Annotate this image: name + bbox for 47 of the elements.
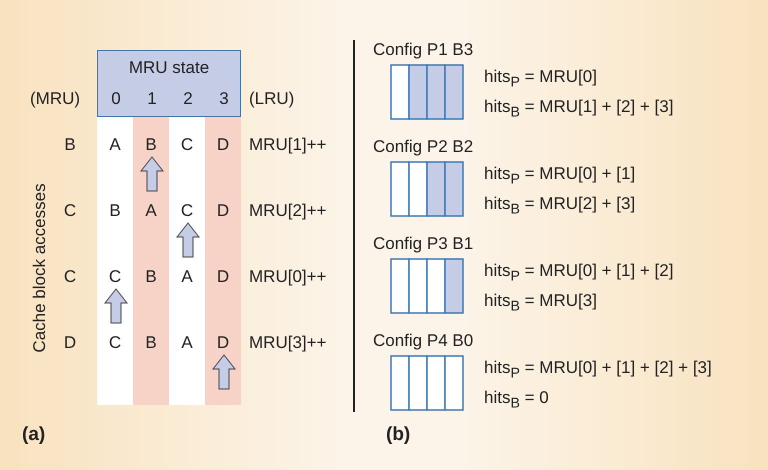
block-letter: B xyxy=(145,267,157,287)
access-letter: B xyxy=(64,135,76,155)
block-letter: A xyxy=(181,267,193,287)
hit-formula: hits$_{P}$ = MRU[0] + [1] + [2] + [3] xyxy=(484,358,712,384)
hit-formula: hits$_{B}$ = MRU[3] xyxy=(484,291,597,316)
config-title: Config P2 B2 xyxy=(373,137,474,157)
column-index: 1 xyxy=(147,89,157,109)
block-letter: B xyxy=(109,201,121,221)
block-letter: C xyxy=(180,201,194,221)
counter-update: MRU[0]++ xyxy=(249,267,326,287)
panel-label: (b) xyxy=(386,425,410,445)
access-letter: D xyxy=(64,333,76,353)
config-title: Config P3 B1 xyxy=(373,234,474,254)
panel-label: (a) xyxy=(22,425,46,445)
block-letter: A xyxy=(181,333,193,353)
row-end-label: (MRU) xyxy=(30,89,80,109)
hit-formula: hits$_{B}$ = 0 xyxy=(484,388,549,414)
block-letter: A xyxy=(145,201,157,221)
block-letter: C xyxy=(108,333,122,353)
access-letter: C xyxy=(64,267,76,287)
block-letter: C xyxy=(180,135,194,155)
hit-formula: hits$_{B}$ = MRU[2] + [3] xyxy=(484,194,636,220)
block-letter: A xyxy=(109,135,121,155)
column-index: 3 xyxy=(219,89,229,109)
config-title: Config P4 B0 xyxy=(373,331,474,351)
access-letter: C xyxy=(64,201,76,221)
hit-formula: hits$_{P}$ = MRU[0] + [1] + [2] xyxy=(484,261,674,286)
block-letter: D xyxy=(216,135,230,155)
column-index: 2 xyxy=(183,89,193,109)
counter-update: MRU[2]++ xyxy=(249,201,326,221)
counter-update: MRU[3]++ xyxy=(249,333,326,353)
block-letter: D xyxy=(216,201,230,221)
counter-update: MRU[1]++ xyxy=(249,135,326,155)
hit-formula: hits$_{B}$ = MRU[1] + [2] + [3] xyxy=(484,97,674,122)
block-letter: B xyxy=(145,333,157,353)
block-letter: B xyxy=(145,135,157,155)
hit-formula: hits$_{P}$ = MRU[0] xyxy=(484,67,597,92)
block-letter: D xyxy=(216,267,230,287)
header-box xyxy=(97,50,241,117)
column-index: 0 xyxy=(111,89,121,109)
config-title: Config P1 B3 xyxy=(373,40,474,60)
axis-label: Cache block accesses xyxy=(30,183,50,353)
row-end-label: (LRU) xyxy=(249,89,294,109)
column-heading: MRU state xyxy=(128,58,210,78)
block-letter: D xyxy=(216,333,230,353)
block-letter: C xyxy=(108,267,122,287)
hit-formula: hits$_{P}$ = MRU[0] + [1] xyxy=(484,164,636,190)
